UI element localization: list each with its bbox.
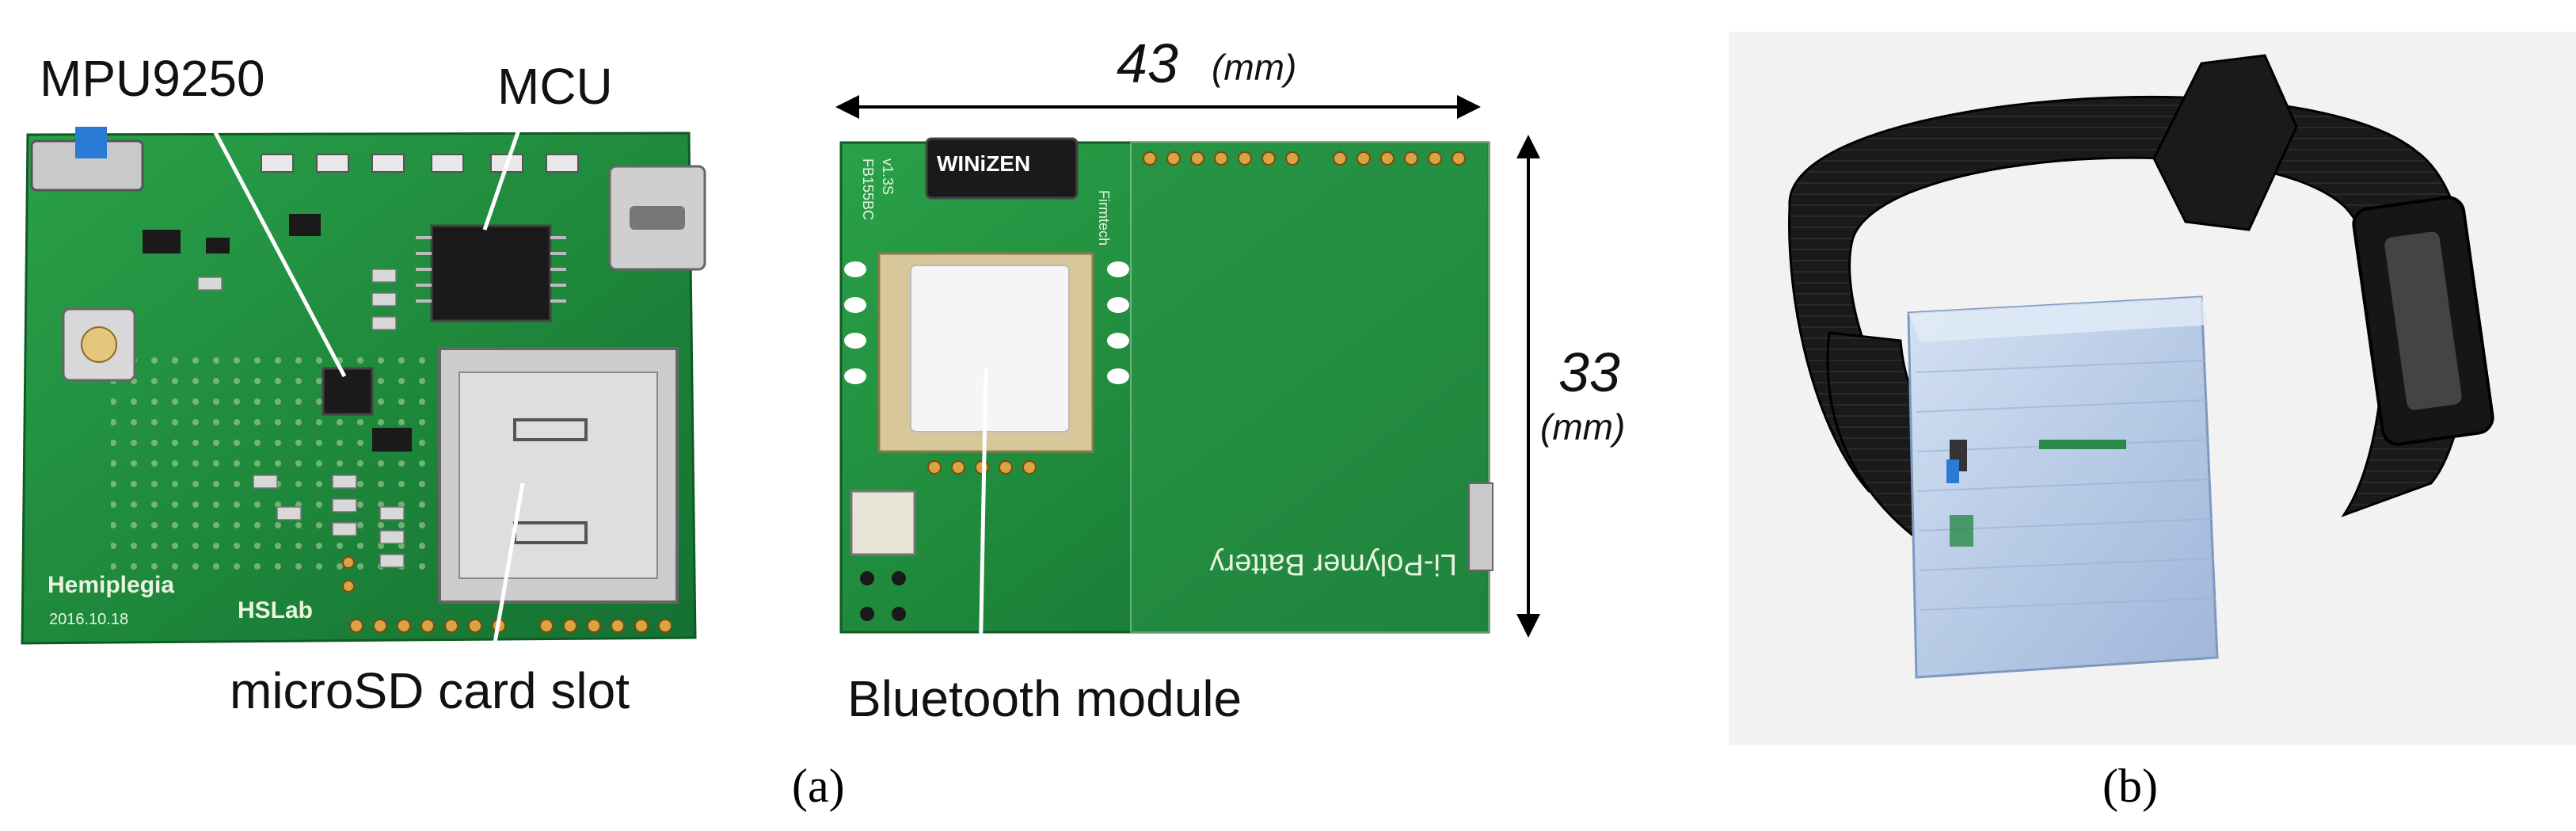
- main-pcb: Hemiplegia 2016.10.18 HSLab: [21, 127, 706, 645]
- version-label: v1.3S: [880, 158, 896, 195]
- height-unit: (mm): [1540, 406, 1626, 448]
- height-value: 33: [1558, 341, 1620, 403]
- caption-b: (b): [2102, 760, 2158, 812]
- microsd-label: microSD card slot: [230, 662, 630, 719]
- model-label: FB155BC: [860, 158, 876, 220]
- winizen-chip: [925, 137, 1079, 200]
- wearable-photo: [1729, 32, 2576, 745]
- caption-a: (a): [792, 760, 845, 812]
- bluetooth-leader-line: [978, 368, 988, 666]
- device-case: [1907, 295, 2219, 679]
- mcu-label: MCU: [497, 58, 613, 115]
- mpu9250-label: MPU9250: [40, 50, 265, 107]
- winizen-label: WINiZEN: [937, 151, 1030, 176]
- leader-lines-left: [200, 94, 533, 666]
- maker-label: Firmtech: [1096, 190, 1112, 246]
- bluetooth-label: Bluetooth module: [847, 670, 1242, 727]
- board-date-label: 2016.10.18: [49, 611, 128, 628]
- mpu-chip: [322, 367, 374, 416]
- mcu-chip: [430, 224, 552, 322]
- lab-label: HSLab: [238, 597, 313, 623]
- width-value: 43: [1117, 32, 1178, 94]
- width-unit: (mm): [1212, 47, 1297, 88]
- board-name-label: Hemiplegia: [48, 572, 174, 598]
- battery-label: Li-Polymer Battery: [1209, 547, 1457, 581]
- bluetooth-board: WINiZEN FB155BC v1.3S Firmtech Li-Polyme…: [839, 137, 1493, 634]
- battery-connector: [850, 490, 916, 556]
- dimension-arrows: [835, 95, 1540, 638]
